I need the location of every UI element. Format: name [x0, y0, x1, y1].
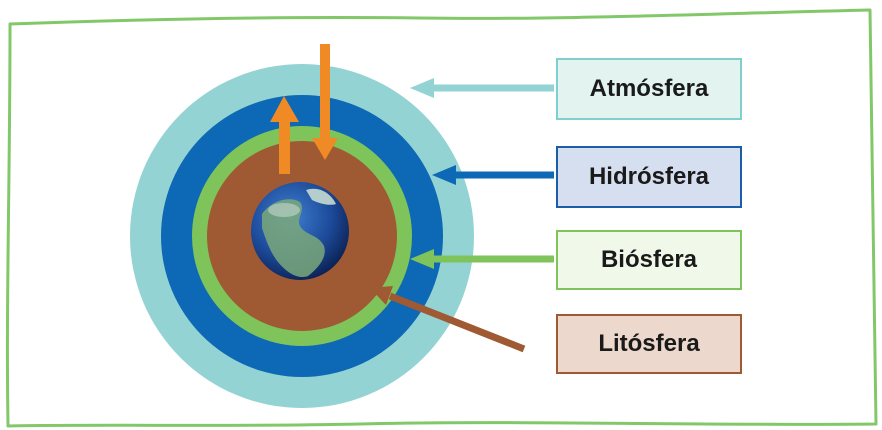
hidrosfera-label: Hidrósfera [588, 163, 710, 190]
earth-globe-icon [251, 182, 349, 280]
litosfera-pointer-arrow [370, 286, 526, 353]
exchange-down-arrow [312, 44, 338, 160]
biosfera-label: Biósfera [600, 246, 698, 273]
hidrosfera-label-box: Hidrósfera [556, 146, 742, 208]
frame-border [5, 8, 878, 428]
atmosfera-label: Atmósfera [589, 75, 709, 102]
biosfera-pointer-arrow [410, 249, 554, 269]
atmosfera-label-box: Atmósfera [556, 58, 742, 120]
hidrosfera-pointer-arrow [432, 165, 554, 185]
biosfera-label-box: Biósfera [556, 230, 742, 290]
litosfera-label: Litósfera [598, 330, 700, 357]
exchange-up-arrow [270, 96, 299, 174]
litosfera-label-box: Litósfera [556, 314, 742, 374]
atmosfera-pointer-arrow [410, 78, 554, 98]
